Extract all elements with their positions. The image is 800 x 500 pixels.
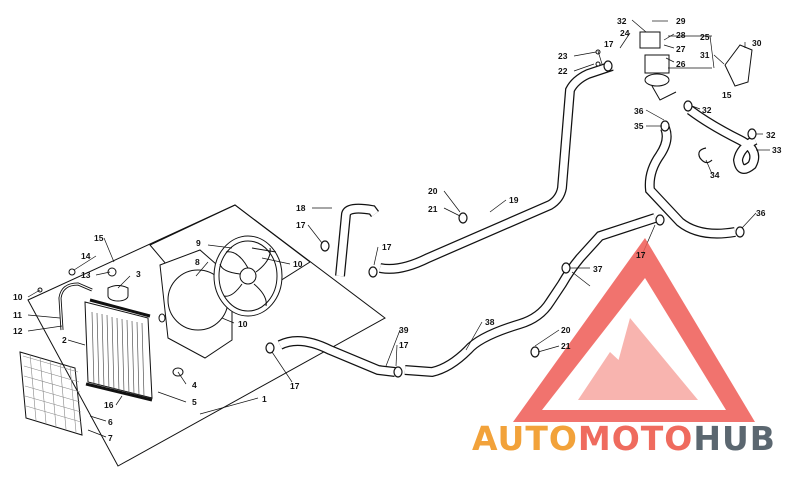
part-label: 21 bbox=[428, 204, 438, 214]
cooling-fan bbox=[213, 235, 283, 317]
hose-33 bbox=[687, 105, 760, 174]
part-label: 34 bbox=[710, 170, 720, 180]
hose-19 bbox=[379, 61, 614, 274]
part-label: 17 bbox=[636, 250, 646, 260]
part-label: 14 bbox=[81, 251, 91, 261]
part-labels: 1 2 3 4 5 6 7 8 9 10 10 10 11 12 13 14 1… bbox=[13, 16, 782, 443]
part-label: 16 bbox=[104, 400, 114, 410]
part-label: 4 bbox=[192, 380, 197, 390]
part-label: 1 bbox=[262, 394, 267, 404]
part-label: 17 bbox=[604, 39, 614, 49]
part-label: 37 bbox=[593, 264, 603, 274]
part-label: 19 bbox=[509, 195, 519, 205]
part-label: 17 bbox=[382, 242, 392, 252]
part-label: 32 bbox=[766, 130, 776, 140]
part-label: 8 bbox=[195, 257, 200, 267]
part-label: 17 bbox=[296, 220, 306, 230]
hose-clamps bbox=[265, 60, 757, 378]
part-label: 30 bbox=[752, 38, 762, 48]
part-label: 11 bbox=[13, 310, 22, 320]
part-label: 24 bbox=[620, 28, 630, 38]
part-label: 25 bbox=[700, 32, 710, 42]
part-label: 33 bbox=[772, 145, 782, 155]
part-label: 38 bbox=[485, 317, 495, 327]
leader-lines bbox=[27, 19, 770, 438]
part-label: 36 bbox=[634, 106, 644, 116]
part-label: 12 bbox=[13, 326, 23, 336]
assembly-outline bbox=[27, 204, 386, 467]
part-label: 26 bbox=[676, 59, 686, 69]
part-label: 6 bbox=[108, 417, 113, 427]
thermostat-housing bbox=[639, 31, 677, 101]
watermark-word-auto: AUTO bbox=[472, 419, 578, 458]
part-label: 9 bbox=[196, 238, 201, 248]
part-label: 21 bbox=[561, 341, 571, 351]
part-label: 23 bbox=[558, 51, 568, 61]
part-label: 15 bbox=[722, 90, 732, 100]
part-label: 18 bbox=[296, 203, 306, 213]
part-label: 36 bbox=[756, 208, 766, 218]
watermark-word-hub: HUB bbox=[693, 419, 776, 458]
logo-inner-mark bbox=[578, 318, 698, 400]
hose-18 bbox=[335, 203, 379, 277]
part-label: 20 bbox=[561, 325, 571, 335]
clip-34 bbox=[698, 147, 713, 164]
hose-35 bbox=[644, 126, 736, 239]
part-label: 32 bbox=[617, 16, 627, 26]
watermark-logo bbox=[513, 238, 755, 422]
part-label: 20 bbox=[428, 186, 438, 196]
part-label: 28 bbox=[676, 30, 686, 40]
part-label: 10 bbox=[293, 259, 303, 269]
part-label: 22 bbox=[558, 66, 568, 76]
part-label: 3 bbox=[136, 269, 141, 279]
part-label: 17 bbox=[290, 381, 300, 391]
part-label: 35 bbox=[634, 121, 644, 131]
bracket-30 bbox=[724, 44, 753, 87]
part-label: 5 bbox=[192, 397, 197, 407]
radiator-screen bbox=[19, 351, 83, 436]
part-label: 2 bbox=[62, 335, 67, 345]
part-label: 10 bbox=[238, 319, 248, 329]
watermark-word-moto: MOTO bbox=[578, 419, 693, 458]
part-label: 31 bbox=[700, 50, 710, 60]
part-label: 15 bbox=[94, 233, 104, 243]
part-label: 10 bbox=[13, 292, 23, 302]
part-label: 39 bbox=[399, 325, 409, 335]
part-label: 27 bbox=[676, 44, 686, 54]
part-label: 7 bbox=[108, 433, 113, 443]
hose-38 bbox=[404, 213, 657, 378]
part-label: 17 bbox=[399, 340, 409, 350]
part-label: 32 bbox=[702, 105, 712, 115]
part-label: 29 bbox=[676, 16, 686, 26]
radiator bbox=[84, 285, 153, 402]
watermark-text: AUTOMOTOHUB bbox=[472, 419, 776, 458]
hose-39 bbox=[277, 336, 396, 377]
part-label: 13 bbox=[81, 270, 91, 280]
